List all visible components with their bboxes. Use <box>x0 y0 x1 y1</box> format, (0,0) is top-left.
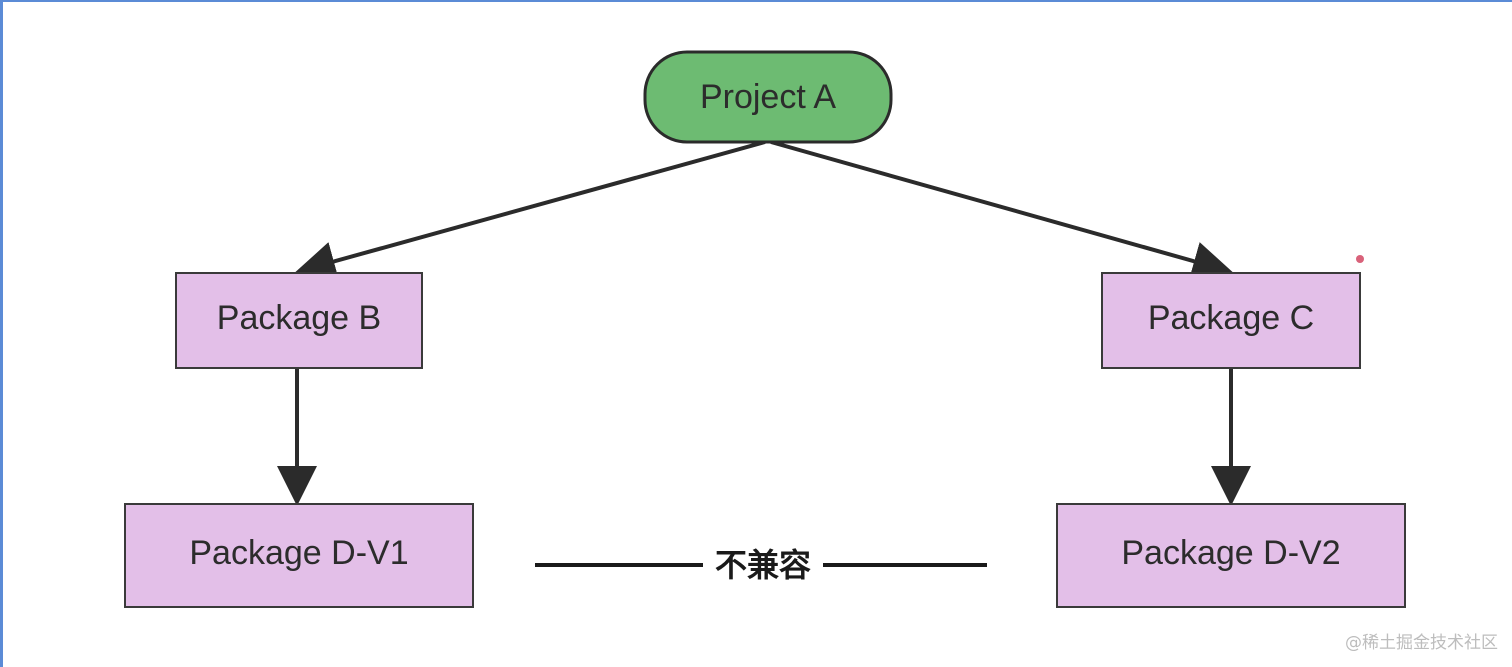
edge-project-a-to-package-c <box>770 140 1233 281</box>
node-package-c: Package C <box>1101 272 1361 369</box>
node-package-c-label: Package C <box>1148 299 1314 337</box>
node-package-b-label: Package B <box>217 299 381 337</box>
dependency-diagram: 不兼容 Project A Package B Package C Packag… <box>124 50 1406 608</box>
incompatible-label: 不兼容 <box>715 546 811 584</box>
watermark: @稀土掘金技术社区 <box>1345 633 1498 653</box>
node-project-a-label: Project A <box>700 78 836 116</box>
edge-project-a-to-package-b <box>295 140 766 281</box>
node-package-d-v2-label: Package D-V2 <box>1121 534 1340 572</box>
node-package-d-v1: Package D-V1 <box>124 503 474 608</box>
node-project-a: Project A <box>643 50 893 144</box>
node-package-b: Package B <box>175 272 423 369</box>
cursor-dot <box>1356 255 1364 263</box>
node-package-d-v1-label: Package D-V1 <box>189 534 408 572</box>
node-package-d-v2: Package D-V2 <box>1056 503 1406 608</box>
